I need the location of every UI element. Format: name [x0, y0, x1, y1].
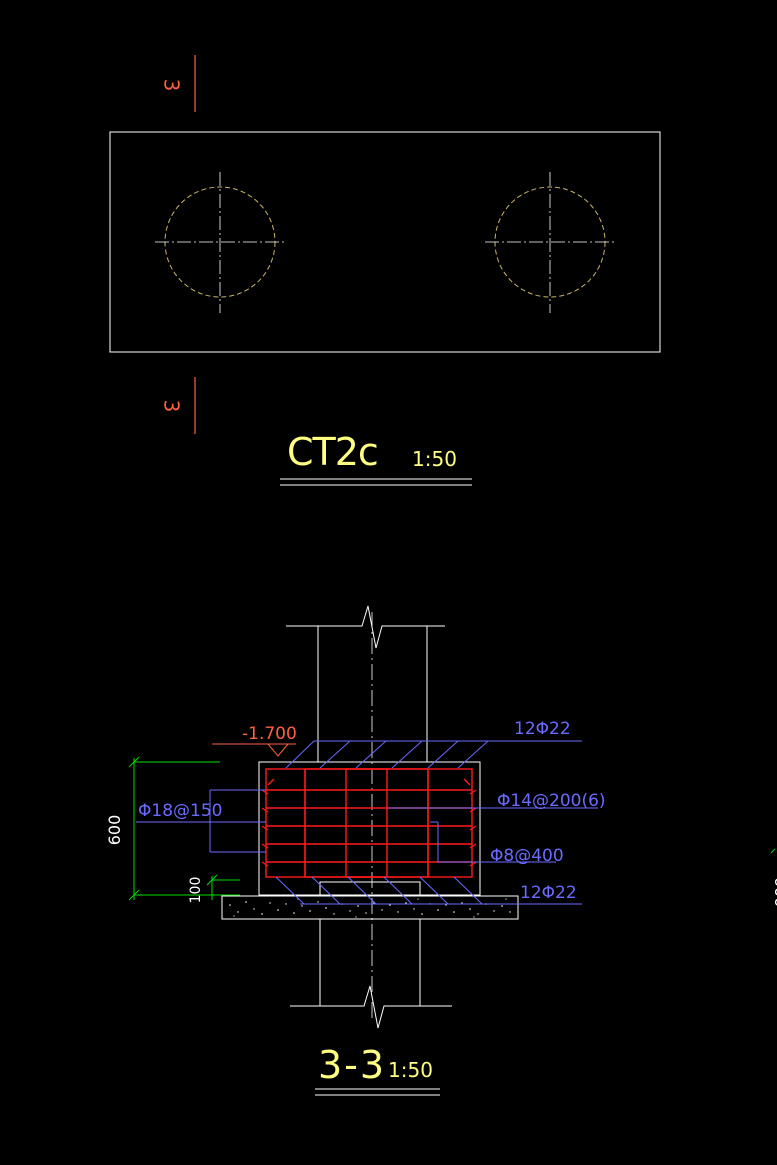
break-line-top: [286, 605, 445, 649]
plan-view: 3 3 CT2c 1:50: [109, 55, 661, 486]
bedding-hatch: [229, 898, 511, 918]
side-bars-leader: [136, 789, 266, 853]
elevation-marker: -1.700: [212, 724, 297, 757]
cap-section-outline: [258, 761, 481, 896]
stirrup-leaders: [388, 807, 598, 863]
plan-scale: 1:50: [412, 447, 457, 471]
side-bars-label: Φ18@150: [138, 801, 222, 821]
section-title: 3-3: [318, 1043, 386, 1087]
rebar-cage: [265, 768, 473, 878]
section-mark-label-top: 3: [160, 79, 184, 92]
top-bars-leader: [285, 740, 582, 769]
dimension-lines: [128, 756, 240, 901]
section-scale: 1:50: [388, 1058, 433, 1082]
edge-dimension: 600: [771, 877, 777, 908]
stirrup-inner-label: Φ8@400: [490, 846, 564, 866]
height-dimension: 600: [105, 815, 124, 846]
pile-cap-outline: [109, 131, 661, 353]
plan-title: CT2c: [287, 430, 378, 474]
bottom-bars-leader: [275, 876, 582, 905]
section-view: -1.700 12Φ22 Φ18@150 Φ14@200(6: [105, 605, 777, 1096]
bedding-layer: [221, 895, 519, 920]
bedding-dimension: 100: [188, 877, 204, 904]
section-mark-label-bottom: 3: [160, 400, 184, 413]
rebar-ends: [261, 789, 477, 867]
top-bars-label: 12Φ22: [514, 719, 571, 739]
pile-head: [319, 881, 421, 897]
stirrup-outer-label: Φ14@200(6): [497, 791, 606, 811]
break-line-bottom: [290, 985, 452, 1029]
bottom-bars-label: 12Φ22: [520, 883, 577, 903]
edge-dimension-tick: [770, 848, 776, 854]
elevation-label: -1.700: [242, 724, 297, 744]
